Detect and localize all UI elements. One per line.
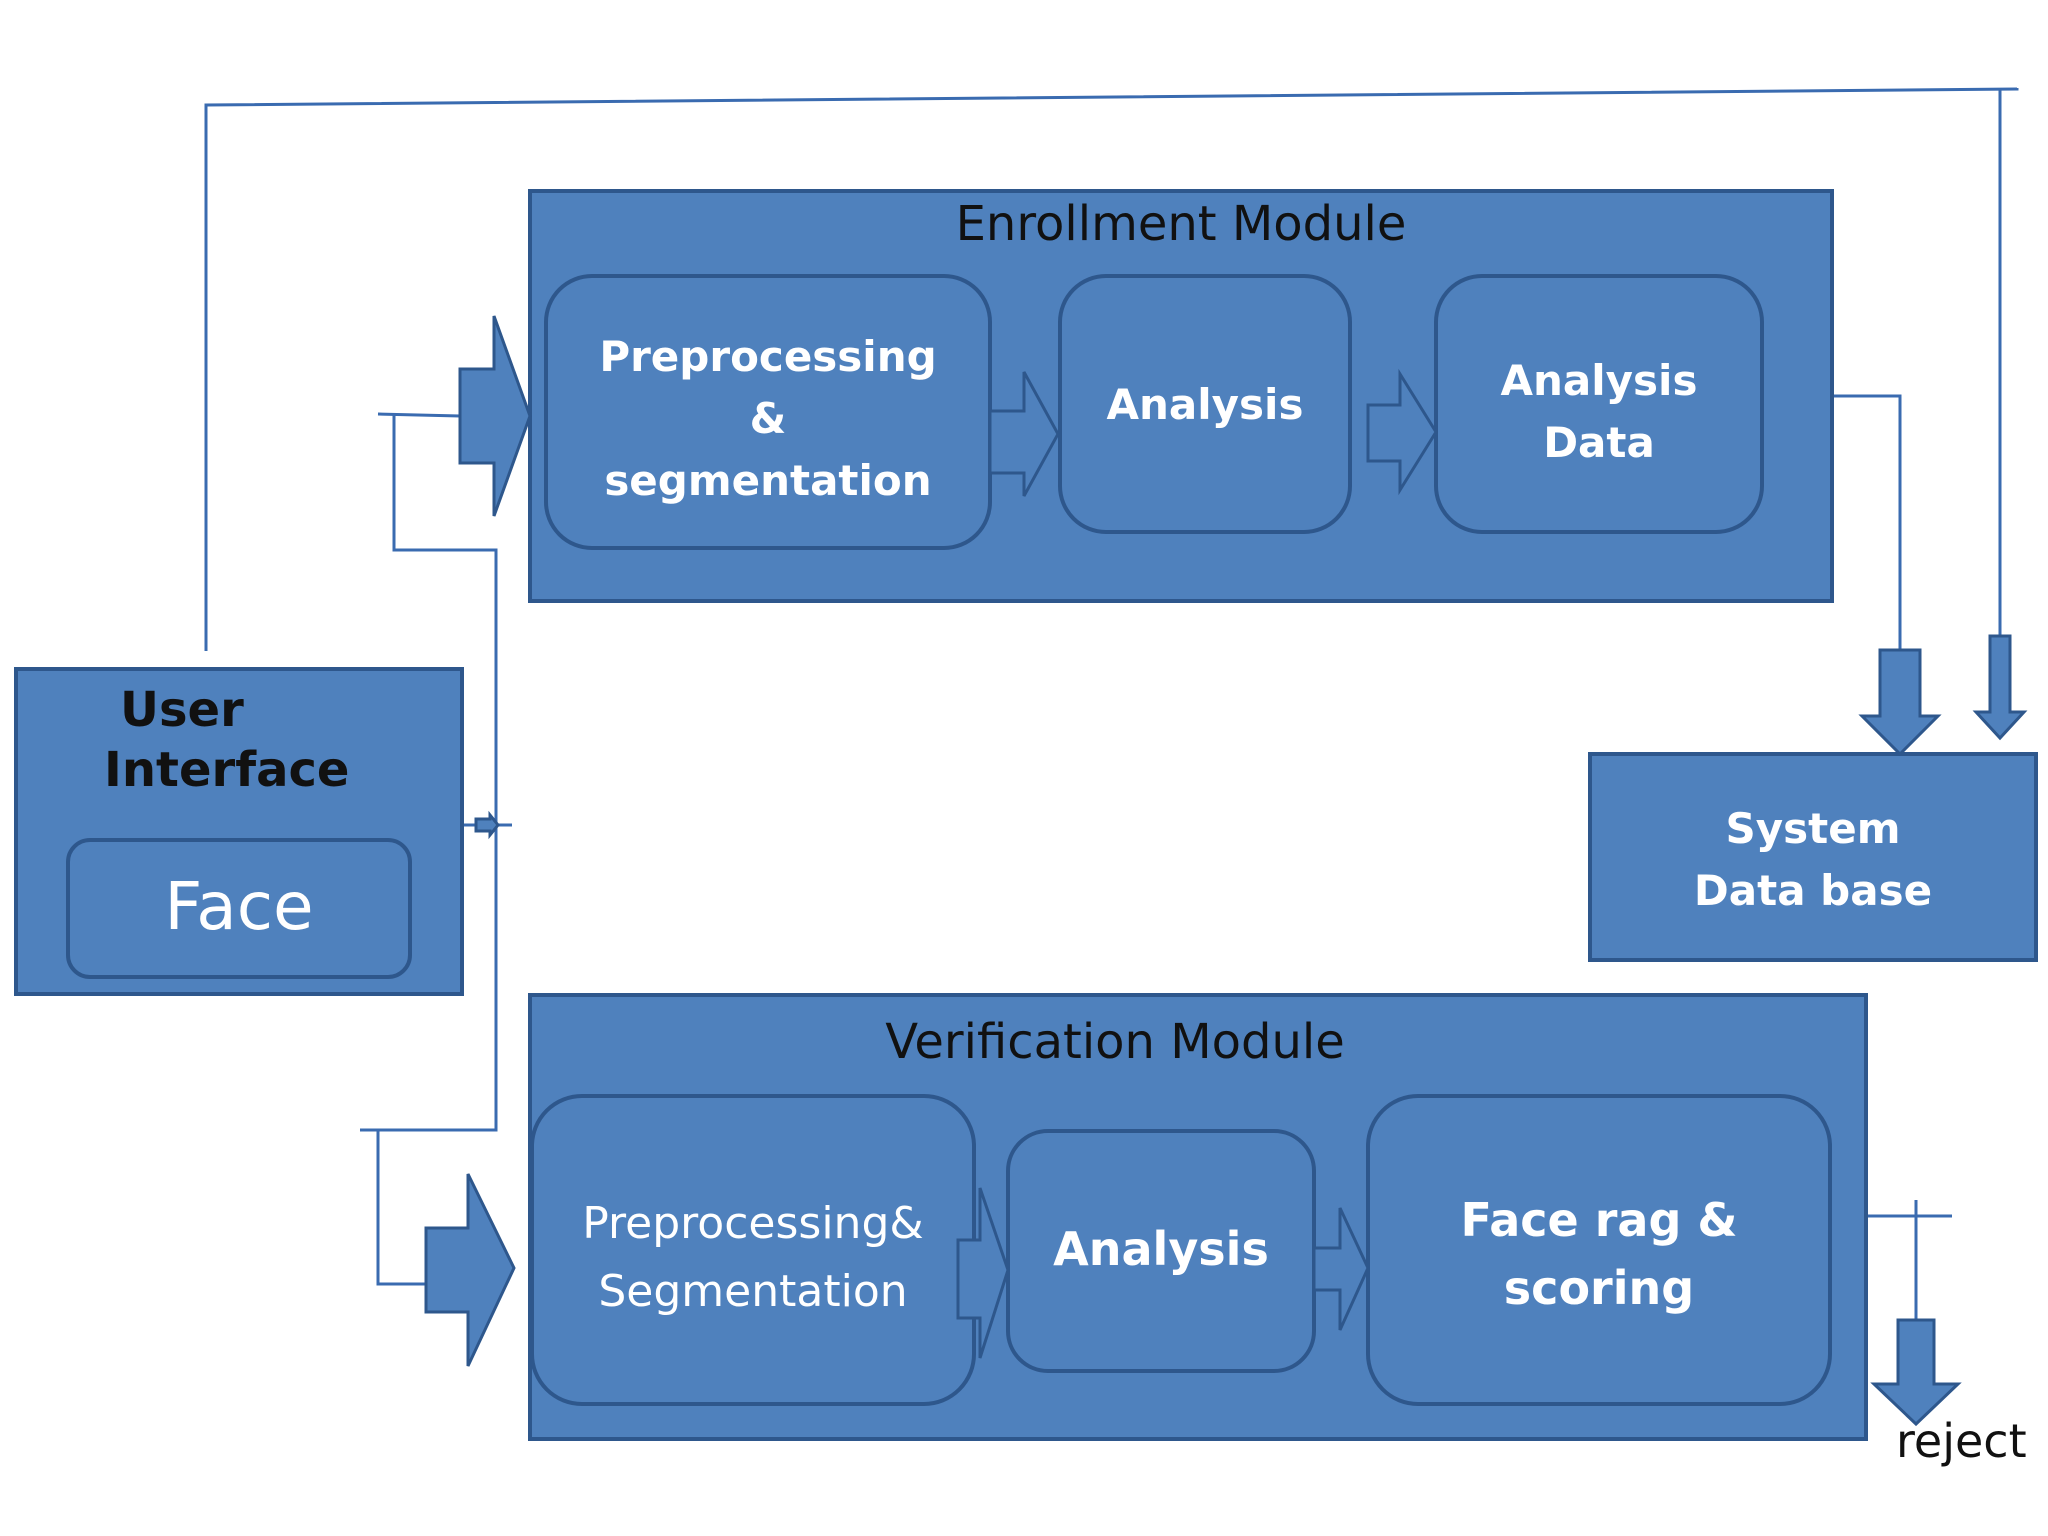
enroll-step1-arrow (988, 371, 1060, 497)
verify-step2-arrow (1312, 1207, 1370, 1331)
user-interface-title-line2: Interface (104, 742, 350, 798)
enroll-analysis-data-box (1434, 274, 1764, 534)
enroll-input-arrow (458, 315, 532, 517)
verification-module-title: Verification Module (885, 1014, 1345, 1070)
enrollment-module-title: Enrollment Module (955, 196, 1407, 252)
user-interface-title: User Interface (60, 680, 360, 800)
enroll-preprocessing-label: Preprocessing & segmentation (546, 326, 990, 512)
verify-step1-arrow (956, 1187, 1010, 1359)
verify-preprocessing-line1: Preprocessing& (582, 1198, 924, 1249)
database-box (1588, 752, 2038, 962)
database-line2: Data base (1693, 866, 1933, 915)
enroll-preprocessing-line1: Preprocessing (599, 332, 937, 381)
enroll-analysis-data-label: Analysis Data (1436, 350, 1762, 474)
database-line1: System (1725, 804, 1901, 853)
feedback-line-top (204, 87, 2019, 651)
ui-to-enroll-branch (377, 412, 461, 418)
enroll-to-db-line (1832, 394, 1902, 650)
user-interface-title-line1: User (120, 682, 244, 738)
verify-scoring-box (1366, 1094, 1832, 1406)
enroll-analysis-data-line1: Analysis (1500, 356, 1698, 405)
ui-small-arrow (474, 810, 500, 840)
db-input-arrow-1 (1858, 648, 1942, 757)
reject-arrow (1870, 1318, 1962, 1427)
enroll-preprocessing-line2: & (749, 394, 787, 443)
verify-preprocessing-label: Preprocessing& Segmentation (532, 1190, 974, 1326)
verify-scoring-label: Face rag & scoring (1368, 1186, 1830, 1322)
face-box (66, 838, 412, 979)
reject-label: reject (1896, 1414, 2027, 1468)
verify-input-arrow (424, 1173, 516, 1367)
database-label: System Data base (1590, 798, 2036, 922)
face-label: Face (164, 868, 314, 945)
enroll-analysis-data-line2: Data (1543, 418, 1655, 467)
db-input-arrow-2 (1972, 634, 2028, 741)
verify-scoring-line1: Face rag & (1460, 1193, 1738, 1247)
enroll-analysis-label: Analysis (1106, 380, 1304, 429)
enroll-analysis-box (1058, 274, 1352, 534)
verify-analysis-label: Analysis (1053, 1222, 1269, 1276)
enroll-preprocessing-line3: segmentation (604, 456, 932, 505)
verify-scoring-line2: scoring (1503, 1261, 1695, 1315)
verify-preprocessing-line2: Segmentation (598, 1266, 908, 1317)
ui-vertical-link (360, 414, 498, 1132)
enroll-step2-arrow (1366, 368, 1438, 496)
